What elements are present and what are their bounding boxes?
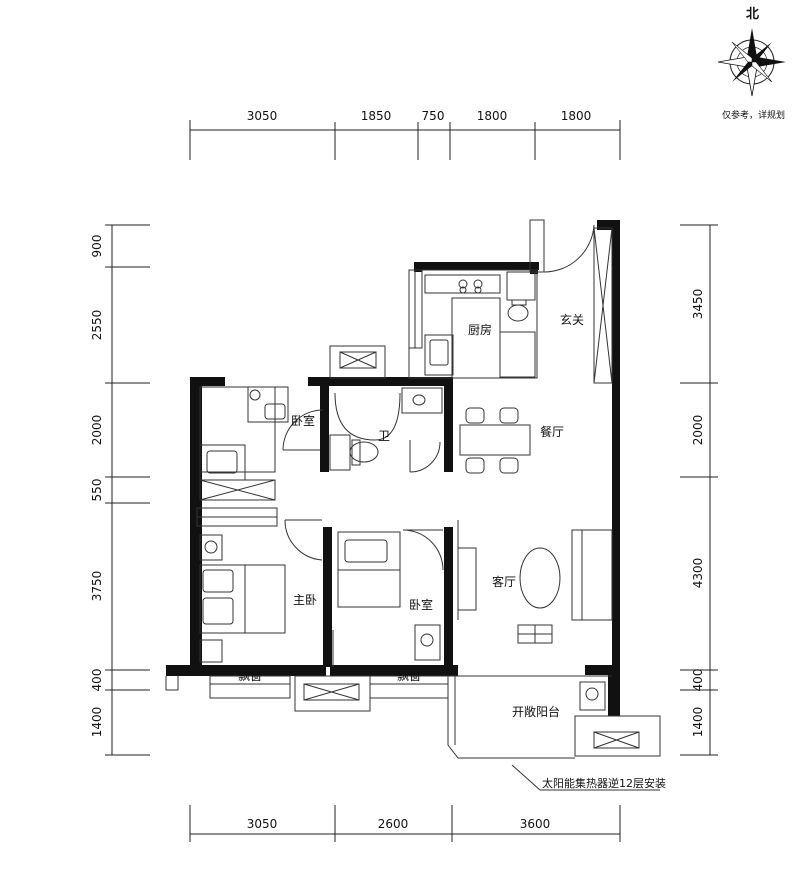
compass-note: 仅参考，详规划	[722, 111, 786, 121]
room-label-living-room: 客厅	[491, 575, 517, 589]
dim-left-1: 900	[90, 234, 104, 258]
dim-right-3: 4300	[691, 557, 705, 589]
dim-top-3: 750	[421, 109, 445, 123]
north-label: 北	[746, 7, 760, 22]
dim-right-4: 400	[691, 668, 705, 692]
dim-left-5: 3750	[90, 570, 104, 602]
dim-top-4: 1800	[476, 109, 508, 123]
room-label-entrance: 玄关	[559, 313, 585, 327]
room-label-bathroom: 卫	[377, 429, 391, 443]
dim-bottom-1: 3050	[246, 817, 278, 831]
dim-bottom-3: 3600	[519, 817, 551, 831]
dim-top-2: 1850	[360, 109, 392, 123]
dim-top-1: 3050	[246, 109, 278, 123]
room-label-bay-window-1: 飘窗	[237, 669, 263, 683]
dim-left-6: 400	[90, 668, 104, 692]
room-label-kitchen: 厨房	[467, 323, 493, 337]
solar-collector-note: 太阳能集热器逆12层安装	[542, 777, 666, 790]
dim-left-7: 1400	[90, 706, 104, 738]
dim-top-5: 1800	[560, 109, 592, 123]
dim-left-4: 550	[90, 478, 104, 502]
bottom-dimension-line	[189, 805, 621, 842]
dim-bottom-2: 2600	[377, 817, 409, 831]
room-label-bay-window-2: 飘窗	[396, 669, 422, 683]
dim-left-3: 2000	[90, 414, 104, 446]
left-dimension-line	[105, 224, 150, 756]
dim-right-5: 1400	[691, 706, 705, 738]
dim-left-2: 2550	[90, 309, 104, 341]
top-dimension-line	[189, 120, 621, 160]
room-label-master-bedroom: 主卧	[292, 593, 318, 607]
room-label-bedroom-s: 卧室	[408, 598, 434, 612]
exterior-walls	[166, 220, 620, 716]
room-label-bedroom-nw: 卧室	[290, 414, 316, 428]
dim-right-2: 2000	[691, 414, 705, 446]
compass-rose	[717, 28, 786, 97]
room-label-balcony: 开敞阳台	[511, 705, 561, 719]
interior-lines	[165, 219, 661, 791]
right-dimension-line	[680, 224, 718, 756]
dim-right-1: 3450	[691, 288, 705, 320]
room-label-dining: 餐厅	[539, 425, 565, 439]
